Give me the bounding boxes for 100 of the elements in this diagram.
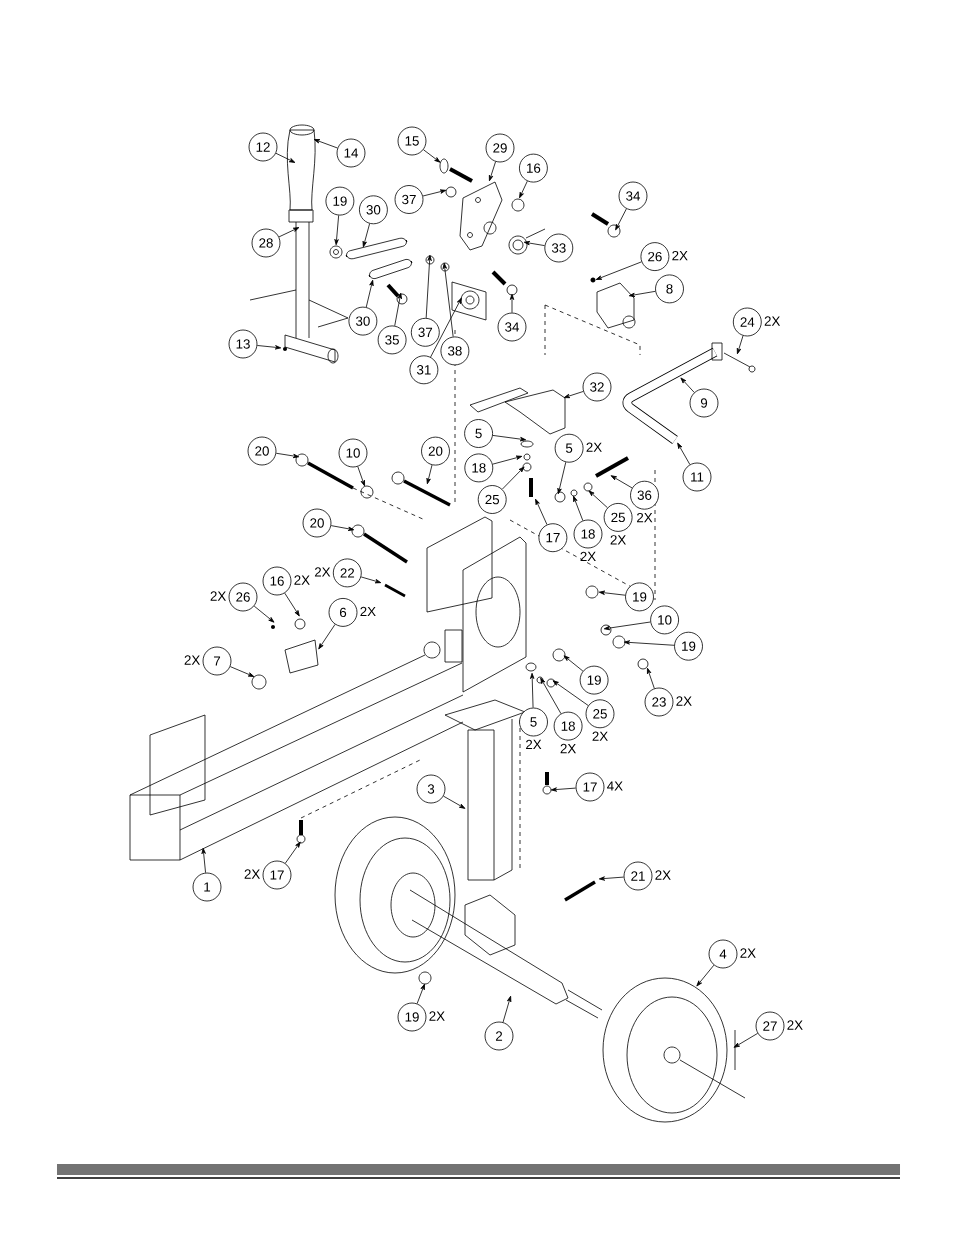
callout-number: 18 [573,519,603,549]
callout-number: 18 [464,453,494,483]
leader-line [519,180,528,199]
callout-number: 29 [485,133,515,163]
quantity-label: 2X [360,606,376,617]
leader-line [318,624,336,650]
leader-line [357,466,365,487]
leader-line [523,240,545,246]
leader-line [736,335,744,355]
callout-number: 4 [708,939,738,969]
quantity-label: 2X [314,567,331,577]
callout-number: 19 [674,631,703,661]
leader-line [680,377,695,393]
callout-number: 23 [644,687,674,717]
leader-line [422,189,447,197]
callout-number: 7 [202,646,232,676]
callout-number: 20 [302,508,332,538]
callout-number: 17 [575,772,605,802]
leader-line [416,983,425,1004]
callout-number: 19 [625,582,654,612]
callout-number: 31 [409,355,439,385]
quantity-label: 2X [787,1020,803,1030]
leader-line [442,262,454,337]
leader-line [615,208,627,231]
quantity-label: 2X [672,250,688,261]
leader-line [501,466,525,490]
leader-line [628,290,656,298]
callout-number: 24 [732,307,762,337]
leader-line [502,995,512,1023]
callout-number: 13 [228,329,258,359]
leader-line [284,841,301,864]
leader-line [360,576,382,584]
leader-line [330,525,355,531]
callout-number: 30 [359,195,388,225]
quantity-label: 2X [586,442,602,452]
leader-line [201,847,206,874]
leader-line [552,680,589,706]
leader-line [313,139,338,149]
callout-number: 34 [497,312,527,342]
leader-line [275,152,296,163]
leader-line [492,455,523,465]
leader-line [362,223,370,248]
callout-number: 26 [228,582,258,612]
callout-number: 37 [410,317,440,347]
leader-line [284,592,300,617]
quantity-label: 2X [244,869,260,879]
callout-number: 9 [689,388,719,418]
callout-number: 12 [248,132,278,162]
leader-line [275,452,300,459]
leader-line [535,498,548,525]
callout-number: 34 [618,181,648,211]
leader-line [647,667,655,689]
callout-number: 26 [640,242,670,271]
leader-line [365,279,374,308]
leader-line [488,161,496,182]
leader-line [426,464,433,485]
leader-line [598,590,626,596]
callout-number: 17 [538,523,568,553]
callout-number: 8 [655,274,684,304]
callout-number: 15 [397,126,427,156]
leader-line [423,149,441,163]
leader-line [677,442,691,465]
leader-line [598,876,625,881]
leader-line [696,964,715,987]
quantity-label: 2X [294,575,310,585]
quantity-label: 2X [764,316,781,326]
callout-number: 28 [251,228,281,258]
callout-number: 32 [582,372,612,402]
leader-line [623,640,675,646]
callout-number: 3 [416,774,446,804]
leader-line [443,795,466,809]
callout-number: 11 [682,462,712,492]
callout-number: 1 [192,872,222,902]
quantity-label: 4X [607,781,623,791]
leader-line [563,391,584,399]
quantity-label: 2X [655,870,671,880]
leader-line [278,227,300,238]
callout-number: 35 [377,325,407,355]
callout-number: 20 [421,436,450,466]
quantity-label: 2X [429,1011,445,1021]
quantity-label: 2X [184,655,200,665]
leader-line [557,461,567,495]
callout-number: 25 [477,485,507,514]
quantity-label: 2X [592,731,608,741]
callout-number: 37 [394,185,424,214]
callout-number: 17 [262,860,292,890]
leader-line [573,495,584,521]
leader-line [530,672,535,708]
leader-line [229,666,255,677]
leader-line [550,787,577,792]
callout-number: 5 [519,707,548,737]
quantity-label: 2X [210,591,226,601]
leader-line [430,297,462,358]
callout-number: 36 [630,480,659,510]
leader-line [603,621,651,631]
callout-number: 5 [464,419,493,448]
callout-number: 2 [484,1021,514,1051]
callout-number: 5 [554,433,584,463]
callout-number: 10 [650,605,679,635]
callout-number: 30 [348,306,378,336]
